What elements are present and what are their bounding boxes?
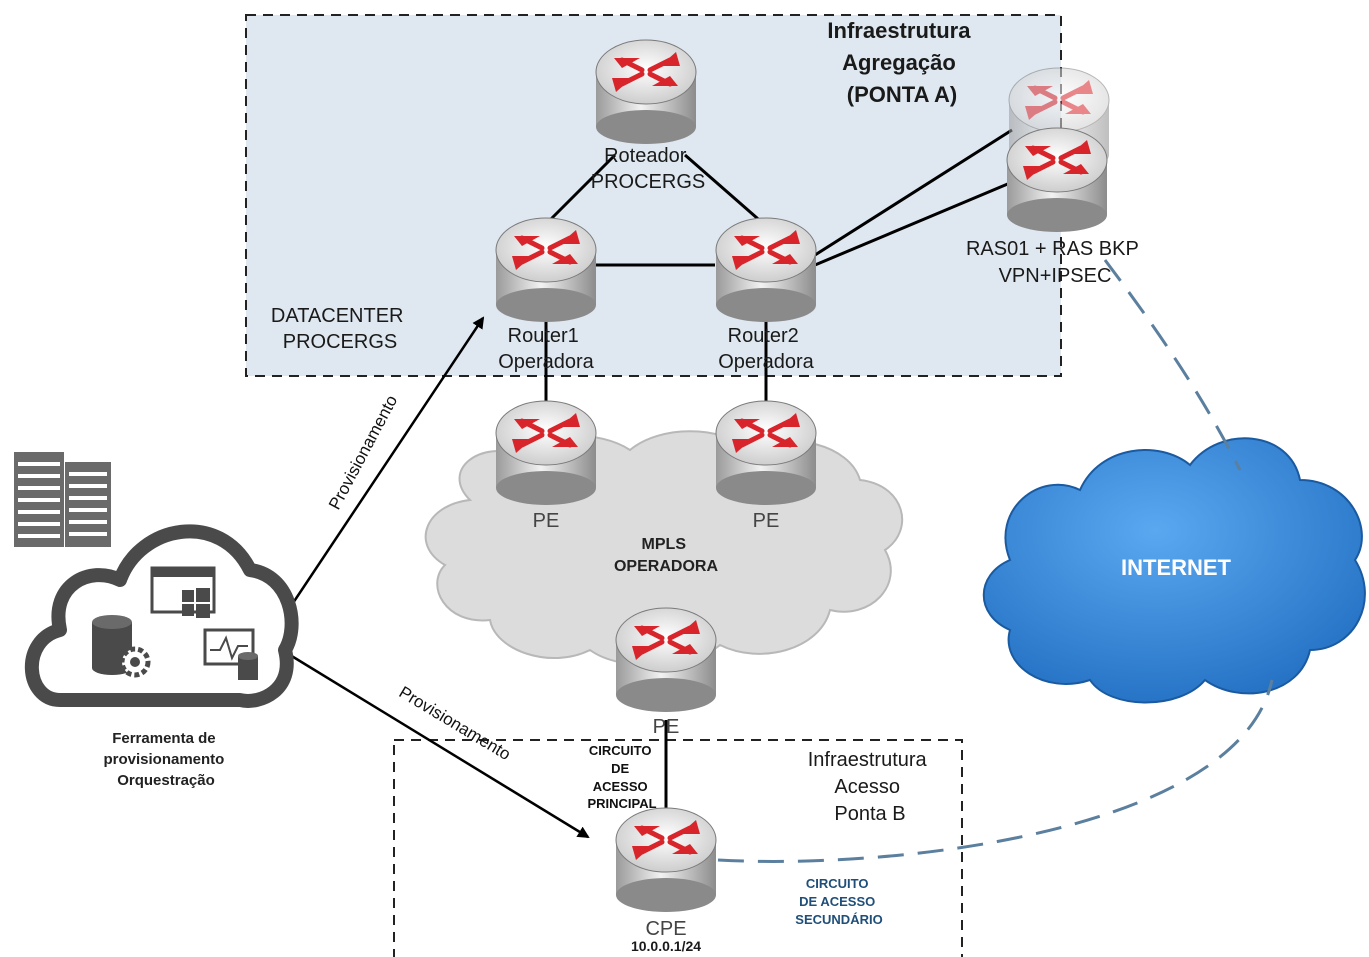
provision-arrow-lower [289, 653, 590, 839]
cpe-address: 10.0.0.1/24 [631, 938, 701, 954]
mpls-label-line2: OPERADORA [614, 558, 718, 575]
pe-bottom-label: PE [653, 716, 680, 738]
aggregation-title-line3: (PONTA A) [847, 82, 957, 107]
access-title-line3: Ponta B [834, 803, 905, 825]
provision-arrow-upper [283, 316, 485, 616]
ras-label-line2: VPN+IPSEC [999, 265, 1112, 287]
mpls-label: MPLS OPERADORA [614, 536, 718, 575]
router2-label: Router2 Operadora [718, 325, 814, 373]
datacenter-label-line1: DATACENTER [271, 305, 404, 327]
procergs-label-line2: PROCERGS [591, 171, 705, 193]
router-pe-right[interactable] [716, 401, 816, 505]
link-procergs-router2 [684, 153, 766, 227]
datacenter-label: DATACENTER PROCERGS [271, 305, 409, 353]
primary-circuit-line3: ACESSO [593, 779, 648, 794]
router1-label: Router1 Operadora [498, 325, 594, 373]
aggregation-title-line1: Infraestrutura [827, 18, 971, 43]
orchestration-label: Ferramenta de provisionamento Orquestraç… [103, 730, 228, 789]
procergs-label: Roteador PROCERGS [591, 145, 705, 193]
orchestration-label-line1: Ferramenta de [112, 730, 215, 747]
access-title-line1: Infraestrutura [808, 749, 928, 771]
procergs-label-line1: Roteador [604, 145, 687, 167]
router-router2[interactable] [716, 218, 816, 322]
primary-circuit-line1: CIRCUITO [589, 743, 652, 758]
router-pe-left[interactable] [496, 401, 596, 505]
secondary-circuit-label: CIRCUITO DE ACESSO SECUNDÁRIO [795, 876, 882, 927]
primary-circuit-label: CIRCUITO DE ACESSO PRINCIPAL [587, 743, 656, 811]
secondary-circuit-line2: DE ACESSO [799, 894, 875, 909]
ras-label: RAS01 + RAS BKP VPN+IPSEC [966, 238, 1144, 287]
database-gear-icon [92, 615, 151, 678]
router1-label-line2: Operadora [498, 351, 594, 373]
links [543, 128, 1013, 818]
router2-label-line1: Router2 [728, 325, 799, 347]
link-procergs-router1 [543, 153, 617, 227]
server-rack-icon [14, 452, 111, 547]
link-router2-ras-upper [814, 128, 1013, 257]
router-pe-bottom[interactable] [616, 608, 716, 712]
primary-circuit-line4: PRINCIPAL [587, 796, 656, 811]
router-ras01[interactable] [1007, 128, 1107, 232]
secondary-circuit-line1: CIRCUITO [806, 876, 869, 891]
mpls-label-line1: MPLS [642, 536, 687, 553]
router-router1[interactable] [496, 218, 596, 322]
app-window-icon [150, 566, 216, 618]
cpe-label: CPE [645, 918, 686, 940]
primary-circuit-line2: DE [611, 761, 629, 776]
router2-label-line2: Operadora [718, 351, 814, 373]
router1-label-line1: Router1 [508, 325, 579, 347]
access-title: Infraestrutura Acesso Ponta B [808, 749, 933, 825]
monitor-chart-icon [203, 628, 258, 680]
internet-label: INTERNET [1121, 555, 1232, 580]
aggregation-title-line2: Agregação [842, 50, 956, 75]
orchestration-label-line2: provisionamento [103, 751, 224, 768]
pe-right-label: PE [753, 510, 780, 532]
link-cpe-internet [717, 679, 1274, 863]
ras-label-line1: RAS01 + RAS BKP [966, 238, 1139, 260]
orchestration-tool[interactable] [14, 452, 299, 708]
internet-cloud [982, 437, 1366, 704]
link-ras-internet [1103, 259, 1242, 471]
access-title-line2: Acesso [834, 776, 900, 798]
pe-left-label: PE [533, 510, 560, 532]
router-cpe[interactable] [616, 808, 716, 912]
datacenter-label-line2: PROCERGS [283, 331, 397, 353]
link-router2-ras-lower [814, 181, 1011, 267]
router-procergs[interactable] [596, 40, 696, 144]
secondary-circuit-line3: SECUNDÁRIO [795, 912, 882, 927]
aggregation-title: Infraestrutura Agregação (PONTA A) [827, 18, 976, 107]
orchestration-label-line3: Orquestração [117, 772, 215, 789]
provision-label-upper: Provisionamento [325, 392, 401, 513]
